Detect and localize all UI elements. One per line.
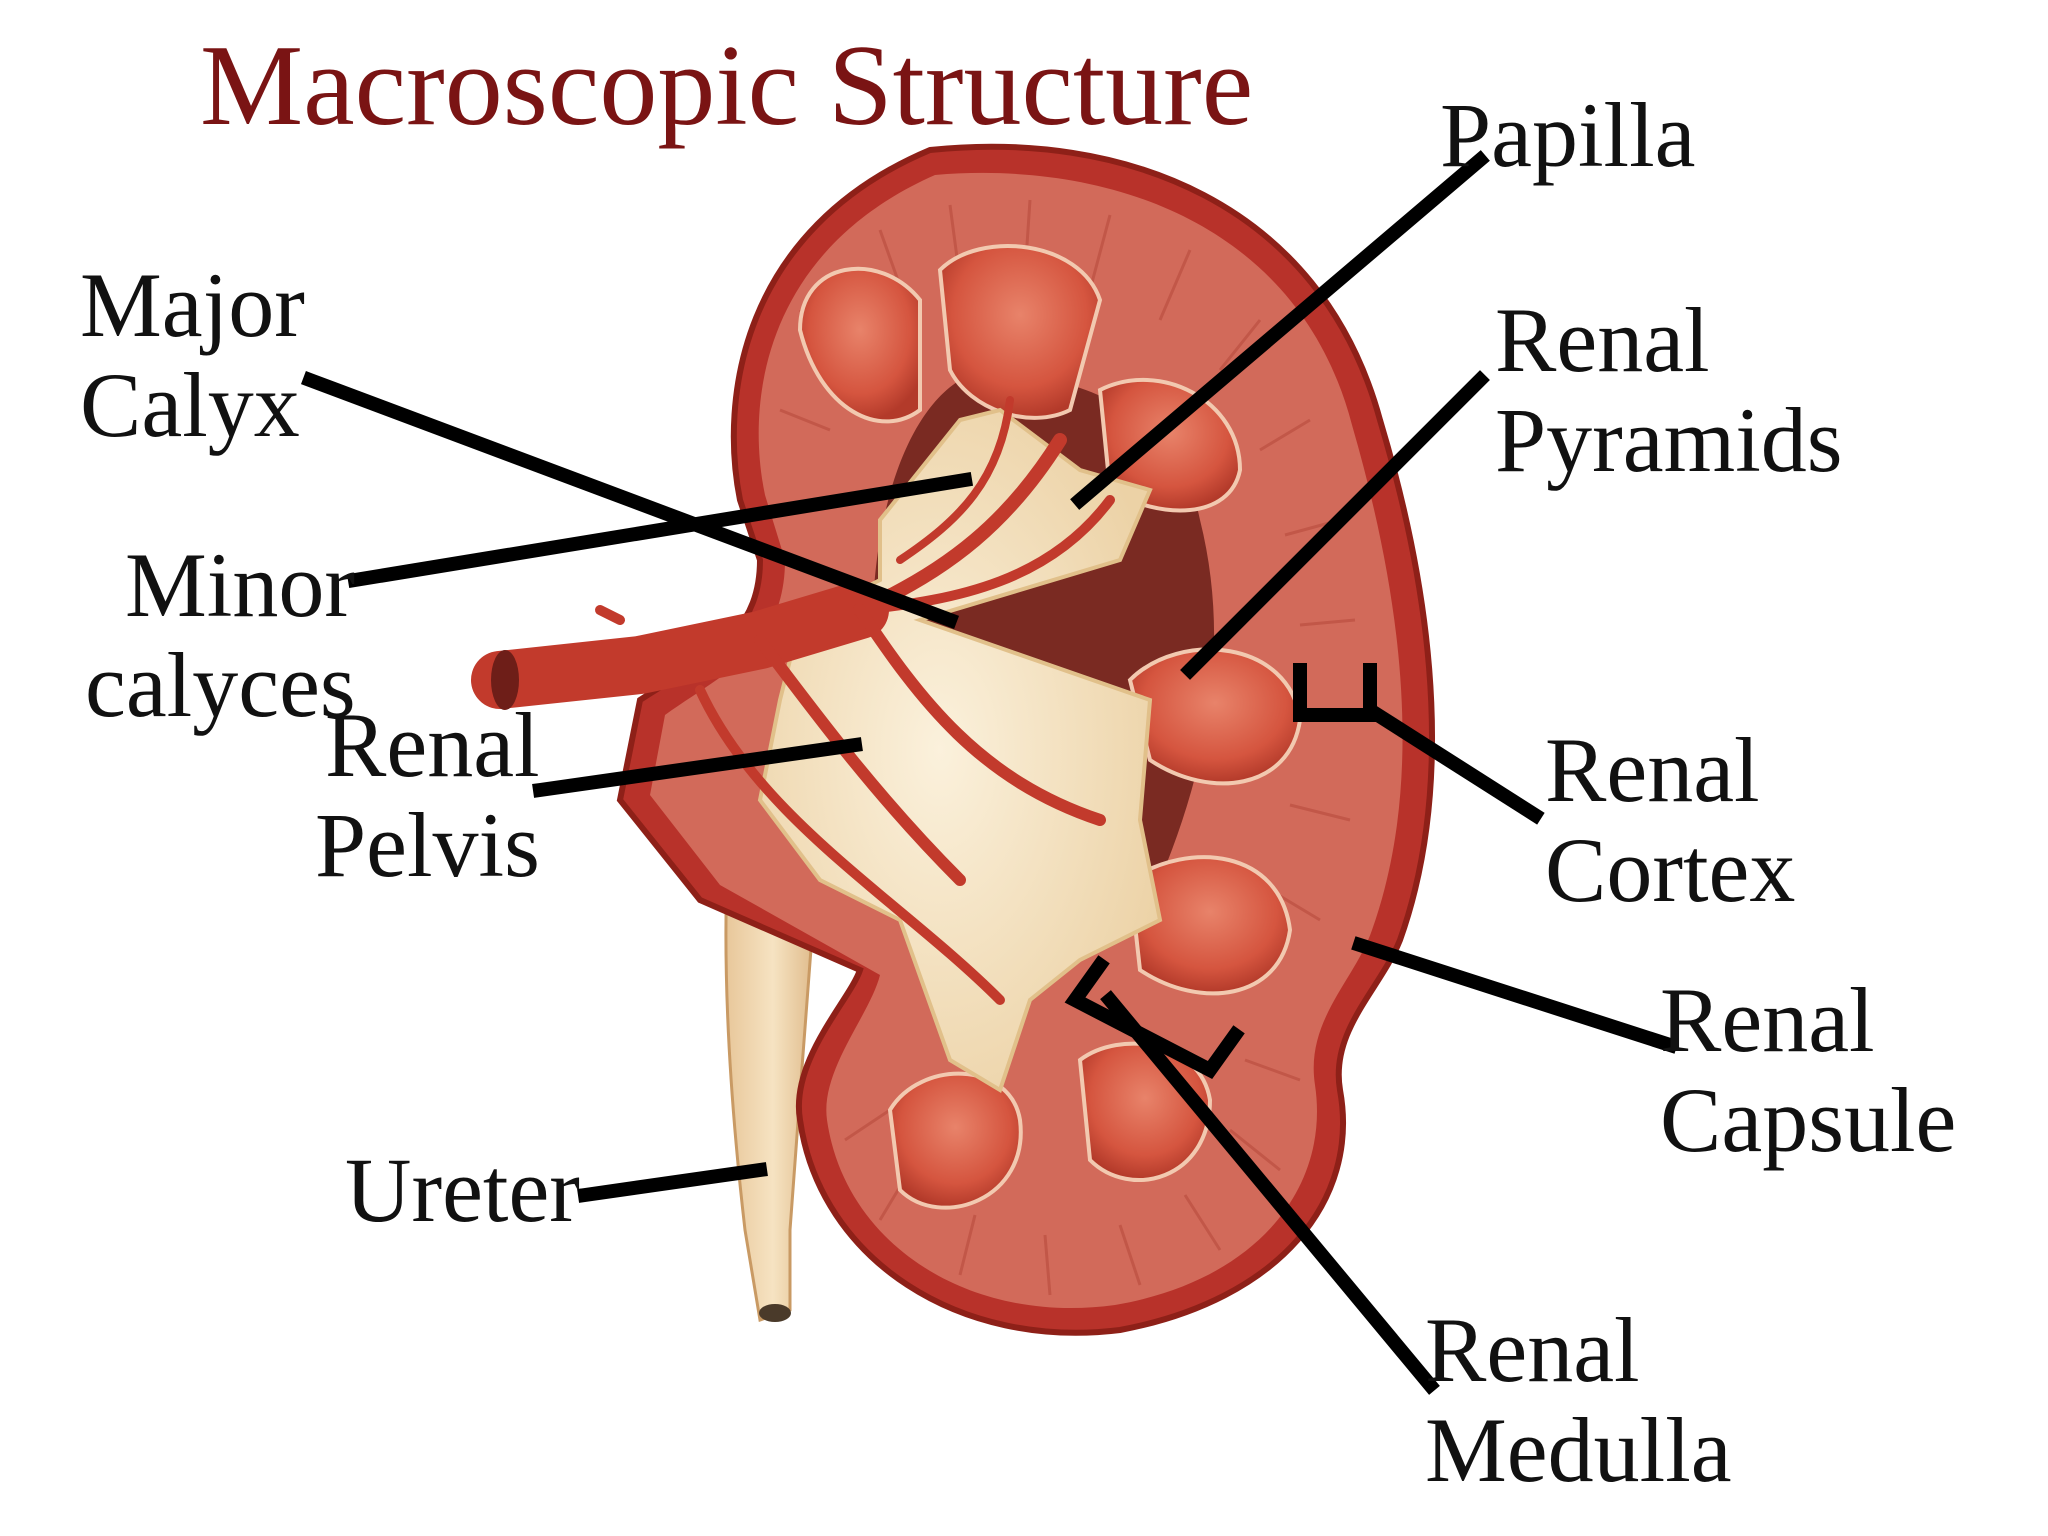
leader-papilla xyxy=(1070,150,1490,510)
label-ureter: Ureter xyxy=(345,1140,580,1240)
label-renal-cortex-line1: Renal xyxy=(1545,719,1760,821)
label-papilla-text: Papilla xyxy=(1440,84,1696,186)
leader-major-calyx xyxy=(300,370,960,630)
label-minor-calyces-line2: calyces xyxy=(85,634,356,736)
label-renal-medulla-line1: Renal xyxy=(1425,1299,1640,1401)
leader-lines xyxy=(300,150,1679,1395)
leader-renal-pelvis xyxy=(532,737,863,798)
label-renal-pyramids-line1: Renal xyxy=(1495,289,1710,391)
label-renal-capsule-line1: Renal xyxy=(1660,969,1875,1071)
medulla-bracket xyxy=(1064,955,1245,1080)
label-renal-cortex: Renal Cortex xyxy=(1545,720,1795,920)
label-renal-pelvis-line2: Pelvis xyxy=(315,794,540,896)
slide-title: Macroscopic Structure xyxy=(200,22,1254,150)
label-major-calyx-line1: Major xyxy=(80,254,305,356)
cortex-bracket xyxy=(1293,663,1377,722)
label-minor-calyces-line1: Minor xyxy=(125,534,355,636)
leader-minor-calyces xyxy=(346,471,974,589)
label-renal-pyramids-line2: Pyramids xyxy=(1495,389,1843,491)
renal-pyramids xyxy=(797,244,1303,1210)
leader-renal-pyramids xyxy=(1180,370,1490,680)
label-papilla: Papilla xyxy=(1440,85,1696,185)
renal-vessels xyxy=(471,396,1115,1005)
renal-artery-end xyxy=(491,650,519,710)
label-renal-cortex-line2: Cortex xyxy=(1545,819,1796,921)
label-renal-capsule: Renal Capsule xyxy=(1660,970,1956,1170)
label-major-calyx: Major Calyx xyxy=(80,255,305,455)
leader-renal-medulla xyxy=(1100,990,1440,1395)
label-renal-medulla: Renal Medulla xyxy=(1425,1300,1732,1500)
label-renal-pyramids: Renal Pyramids xyxy=(1495,290,1843,490)
ureter-opening xyxy=(759,1304,791,1322)
label-minor-calyces: Minor calyces xyxy=(85,535,356,735)
label-major-calyx-line2: Calyx xyxy=(80,354,300,456)
leader-renal-cortex xyxy=(1360,700,1545,825)
label-renal-pelvis: Renal Pelvis xyxy=(315,695,540,895)
label-ureter-text: Ureter xyxy=(345,1139,580,1241)
leader-renal-capsule xyxy=(1351,936,1679,1054)
leader-ureter xyxy=(577,1162,768,1203)
label-renal-capsule-line2: Capsule xyxy=(1660,1069,1957,1171)
label-renal-medulla-line2: Medulla xyxy=(1425,1399,1732,1501)
label-renal-pelvis-line1: Renal xyxy=(325,694,540,796)
